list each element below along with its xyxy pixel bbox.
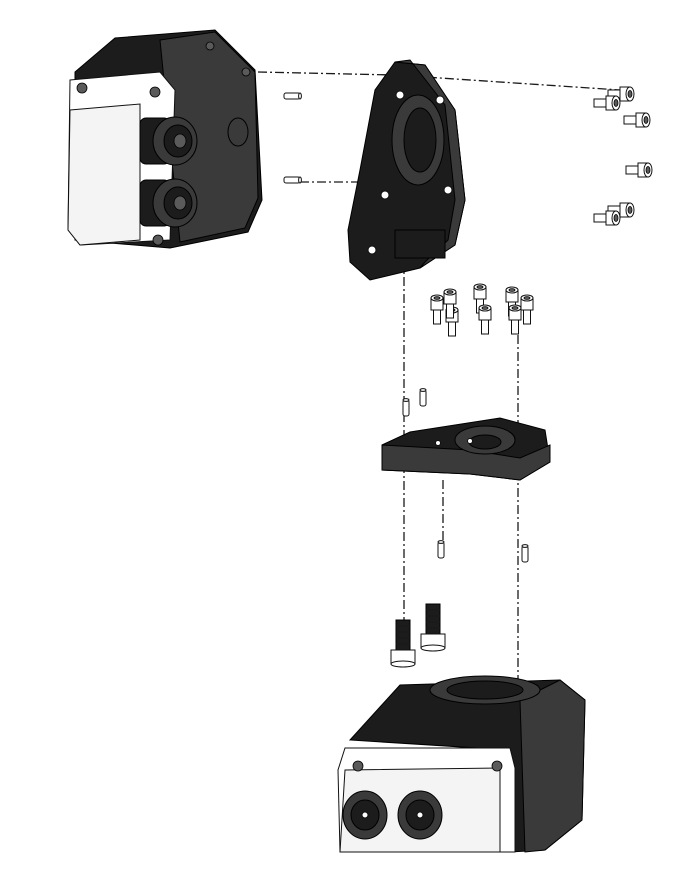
screw-threaded xyxy=(390,619,416,668)
adapter-screws xyxy=(430,283,534,337)
dowel-pin xyxy=(402,398,410,417)
dowel-pin xyxy=(437,540,445,559)
cable-gland-upper xyxy=(139,116,198,166)
base-screws xyxy=(390,603,446,668)
cable-gland-lower xyxy=(139,178,198,228)
dowel-pin xyxy=(283,92,302,100)
dowel-pin xyxy=(419,388,427,407)
screw-threaded xyxy=(420,603,446,652)
adapter-plate xyxy=(381,417,551,481)
connector-left xyxy=(342,790,388,840)
dowel-pin xyxy=(521,544,529,563)
housing-top-left xyxy=(67,29,263,249)
dowel-pin xyxy=(283,176,302,184)
mounting-flange xyxy=(347,59,466,281)
housing-bottom xyxy=(337,675,586,853)
connector-right xyxy=(397,790,443,840)
flange-screws xyxy=(593,86,653,226)
